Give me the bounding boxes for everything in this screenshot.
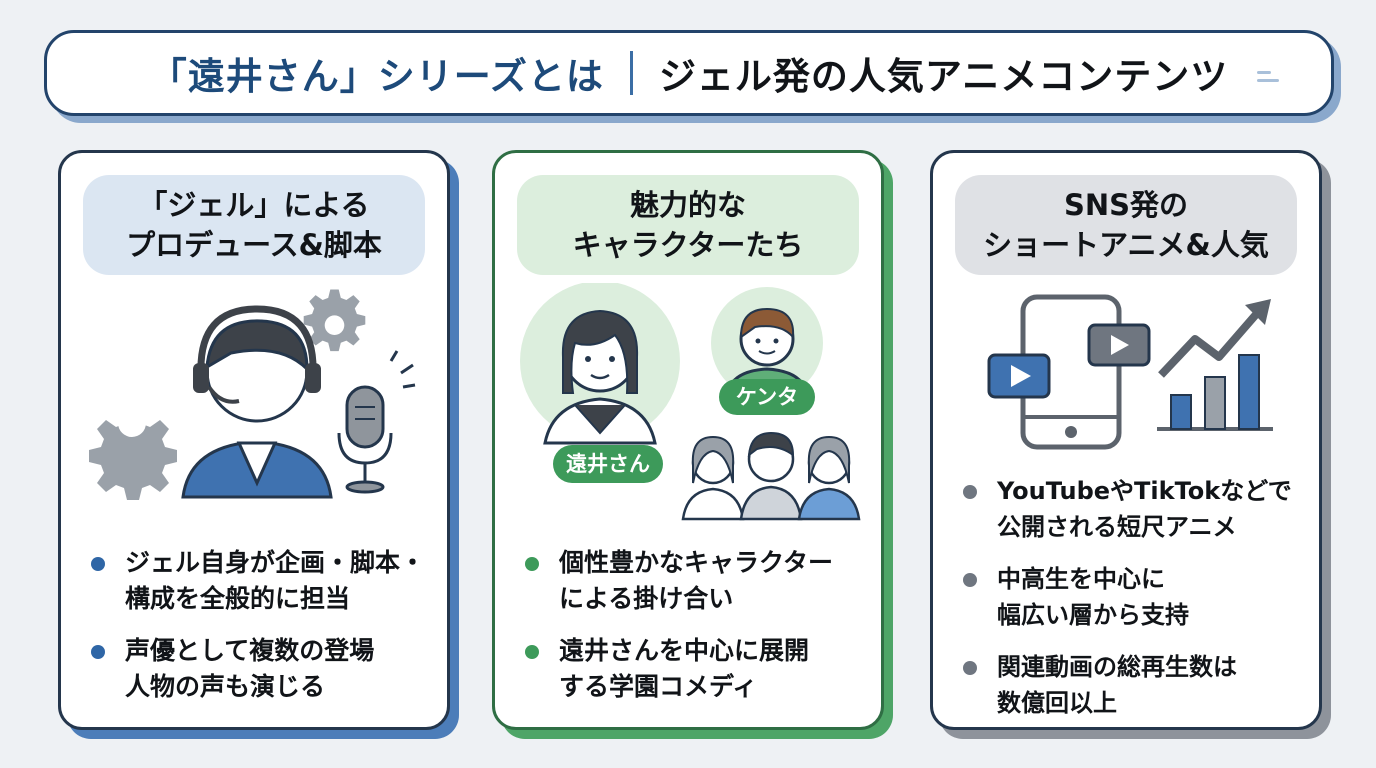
title-divider (629, 51, 633, 95)
list-item: ジェル自身が企画・脚本・ 構成を全般的に担当 (91, 545, 431, 617)
bullet-line: 遠井さんを中心に展開 (559, 636, 810, 665)
bullet-dot (91, 645, 105, 659)
bullet-line: ジェル自身が企画・脚本・ (125, 548, 426, 577)
bullet-line: 人物の声も演じる (125, 672, 326, 701)
heading-line: SNS発の (1063, 188, 1189, 222)
title-subtitle: ジェル発の人気アニメコンテンツ (658, 55, 1229, 98)
heading-line: 魅力的な (629, 188, 746, 222)
gear-icon (89, 409, 177, 500)
list-item: YouTubeやTikTokなどで 公開される短尺アニメ (963, 473, 1303, 545)
person-with-headset (181, 305, 333, 499)
bullet-line: 幅広い層から支持 (997, 601, 1189, 629)
heading-line: プロデュース&脚本 (126, 228, 382, 262)
bullet-line: 数億回以上 (997, 689, 1117, 717)
list-item: 関連動画の総再生数は 数億回以上 (963, 649, 1303, 721)
bullet-line: 中高生を中心に (997, 565, 1165, 593)
list-item: 声優として複数の登場 人物の声も演じる (91, 633, 431, 705)
card-sns: SNS発の ショートアニメ&人気 YouTubeやTikTokなどで (930, 150, 1322, 730)
bullet-line: 個性豊かなキャラクター (559, 548, 834, 577)
bullet-line: YouTubeやTikTokなどで (997, 477, 1292, 505)
decorative-lines (1257, 71, 1279, 87)
card-characters-heading: 魅力的な キャラクターたち (517, 175, 859, 275)
card-sns-bullets: YouTubeやTikTokなどで 公開される短尺アニメ 中高生を中心に 幅広い… (963, 473, 1303, 737)
list-item: 遠井さんを中心に展開 する学園コメディ (525, 633, 865, 705)
bullet-line: 関連動画の総再生数は (997, 653, 1237, 681)
label-kenta: ケンタ (719, 379, 815, 415)
bullet-dot (963, 485, 977, 499)
card-characters: 魅力的な キャラクターたち (492, 150, 884, 730)
card-producer-heading: 「ジェル」による プロデュース&脚本 (83, 175, 425, 275)
growth-chart-icon (1157, 299, 1273, 431)
list-item: 中高生を中心に 幅広い層から支持 (963, 561, 1303, 633)
classmates-group (681, 431, 861, 521)
bullet-line: による掛け合い (559, 584, 734, 613)
title-series: 「遠井さん」シリーズとは (149, 55, 604, 98)
sns-illustration (987, 294, 1273, 450)
heading-line: ショートアニメ&人気 (983, 228, 1269, 262)
heading-line: 「ジェル」による (138, 188, 370, 222)
gear-icon (303, 289, 366, 352)
bullet-line: する学園コメディ (559, 672, 758, 701)
video-play-icon (987, 353, 1051, 399)
bullet-dot (963, 661, 977, 675)
characters-illustration: 遠井さん ケンタ (520, 283, 861, 521)
bullet-line: 声優として複数の登場 (125, 636, 375, 665)
label-toi-san-text: 遠井さん (566, 452, 650, 476)
card-sns-heading: SNS発の ショートアニメ&人気 (955, 175, 1297, 275)
producer-illustration (89, 289, 416, 500)
character-toi-san (520, 283, 680, 445)
list-item: 個性豊かなキャラクター による掛け合い (525, 545, 865, 617)
bullet-dot (525, 557, 539, 571)
bullet-dot (91, 557, 105, 571)
bullet-dot (525, 645, 539, 659)
bullet-line: 公開される短尺アニメ (997, 513, 1237, 541)
label-toi-san: 遠井さん (553, 445, 663, 483)
card-producer: 「ジェル」による プロデュース&脚本 (58, 150, 450, 730)
bullet-line: 構成を全般的に担当 (125, 584, 351, 613)
title-banner: 「遠井さん」シリーズとは ジェル発の人気アニメコンテンツ (44, 30, 1334, 116)
bullet-dot (963, 573, 977, 587)
microphone-icon (337, 350, 416, 494)
heading-line: キャラクターたち (572, 228, 804, 262)
card-producer-bullets: ジェル自身が企画・脚本・ 構成を全般的に担当 声優として複数の登場 人物の声も演… (91, 545, 431, 721)
label-kenta-text: ケンタ (736, 385, 798, 409)
card-characters-bullets: 個性豊かなキャラクター による掛け合い 遠井さんを中心に展開 する学園コメディ (525, 545, 865, 721)
video-play-icon (1087, 323, 1151, 367)
